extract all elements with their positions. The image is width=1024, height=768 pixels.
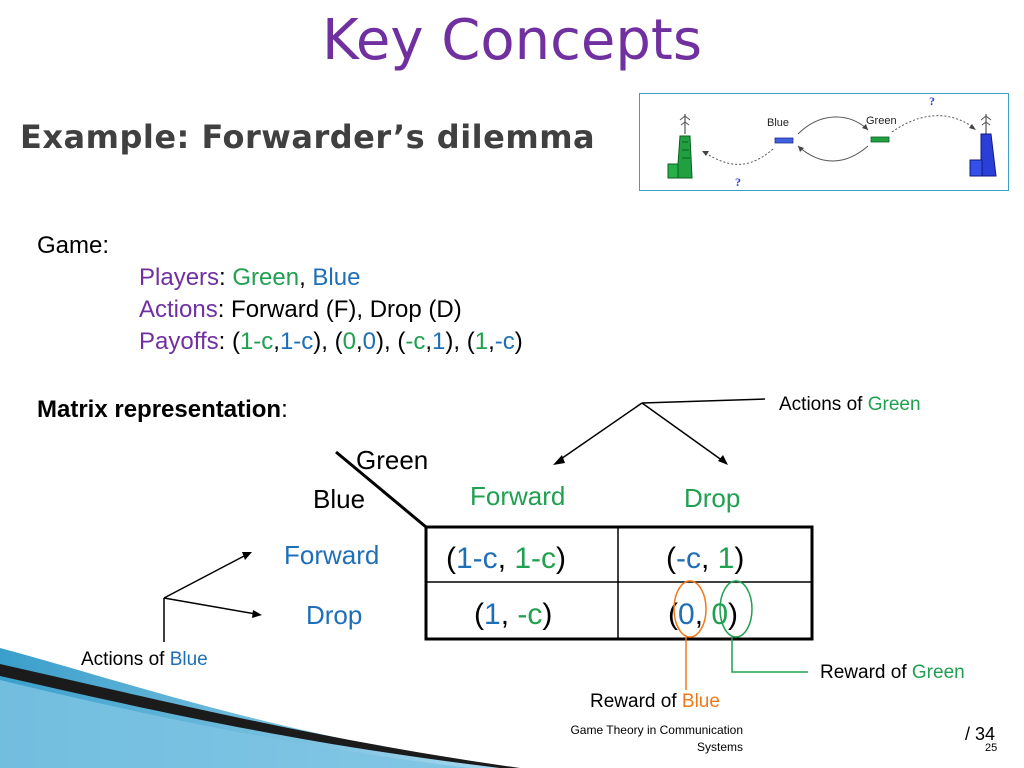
- matrix-corner-green: Green: [356, 445, 428, 475]
- players-colon: :: [219, 264, 233, 291]
- cell-df: (1, -c): [474, 598, 552, 631]
- arc-blue-to-green: [797, 116, 869, 135]
- green-reward-highlight: [719, 580, 753, 638]
- slide-subtitle: Example: Forwarder’s dilemma: [20, 118, 596, 156]
- row-header-drop: Drop: [306, 600, 362, 630]
- matrix-heading-text: Matrix representation: [37, 396, 282, 423]
- green-node-label: Green: [866, 115, 897, 127]
- payoff-2-green: 0: [342, 328, 356, 355]
- matrix-grid: [424, 525, 814, 641]
- payoff-1-blue: 1-c: [279, 328, 314, 355]
- payoff-2-blue: 0: [362, 328, 377, 355]
- reward-of-blue-prefix: Reward of: [590, 691, 677, 712]
- arc-green-to-blue: [797, 145, 869, 162]
- player-blue: Blue: [312, 264, 361, 291]
- actions-of-blue-word: Blue: [169, 649, 208, 670]
- players-line: Players: Green, Blue: [139, 264, 360, 292]
- players-sep: ,: [299, 264, 313, 291]
- actions-text: Forward (F), Drop (D): [231, 296, 462, 323]
- corner-swoosh-decoration: [0, 648, 520, 768]
- question-mark-bottom: ?: [735, 175, 741, 189]
- green-antenna-icon: [667, 114, 693, 179]
- payoff-matrix: Green Blue Forward Drop Forward Drop (1-…: [163, 398, 814, 690]
- matrix-corner-blue: Blue: [313, 484, 365, 514]
- matrix-heading: Matrix representation:: [37, 396, 288, 424]
- matrix-corner-diagonal: [335, 450, 427, 529]
- reward-of-green-note: Reward of Green: [820, 662, 965, 684]
- dotted-arc-to-blue-tower: [891, 115, 975, 133]
- blue-node-label: Blue: [767, 117, 789, 129]
- page-number: 25: [985, 742, 998, 754]
- col-header-drop: Drop: [684, 483, 740, 513]
- actions-of-green-prefix: Actions of: [779, 394, 863, 415]
- forwarder-diagram: Blue Green ? ?: [667, 94, 997, 189]
- actions-of-blue-prefix: Actions of: [81, 649, 165, 670]
- matrix-heading-colon: :: [281, 396, 288, 423]
- payoff-3-blue: 1: [432, 328, 446, 355]
- payoff-1-green: 1-c: [239, 328, 274, 355]
- col-header-forward: Forward: [470, 481, 565, 511]
- row-header-forward: Forward: [284, 540, 379, 570]
- network-illustration: Blue Green ? ?: [639, 93, 1009, 191]
- reward-of-blue-word: Blue: [681, 691, 720, 712]
- page-total: / 34: [965, 724, 996, 744]
- actions-of-green-note: Actions of Green: [779, 394, 921, 416]
- question-mark-top: ?: [929, 94, 935, 108]
- players-label: Players: [139, 264, 220, 291]
- payoff-3-green: -c: [405, 328, 426, 355]
- dotted-arc-to-green-tower: [703, 148, 774, 165]
- blue-node-icon: [774, 137, 794, 144]
- cell-fd: (-c, 1): [666, 542, 744, 575]
- game-heading: Game:: [37, 232, 110, 259]
- reward-of-green-word: Green: [911, 662, 965, 683]
- payoff-4-green: 1: [474, 328, 489, 355]
- actions-label: Actions: [139, 296, 218, 323]
- player-green: Green: [232, 264, 300, 291]
- actions-line: Actions: Forward (F), Drop (D): [139, 296, 462, 324]
- actions-of-blue-note: Actions of Blue: [81, 649, 208, 671]
- reward-of-blue-note: Reward of Blue: [590, 691, 720, 713]
- payoffs-line: Payoffs: (1-c,1-c), (0,0), (-c,1), (1,-c…: [139, 328, 523, 355]
- payoff-4-blue: -c: [494, 328, 515, 355]
- actions-colon: :: [217, 296, 232, 323]
- footer-course-name: Game Theory in Communication Systems: [570, 723, 743, 754]
- reward-of-green-prefix: Reward of: [820, 662, 907, 683]
- cell-ff: (1-c, 1-c): [446, 542, 566, 575]
- blue-antenna-icon: [969, 114, 997, 177]
- slide-title: Key Concepts: [321, 8, 703, 73]
- green-node-icon: [870, 136, 890, 143]
- payoffs-label: Payoffs: [139, 328, 219, 355]
- actions-of-green-word: Green: [867, 394, 921, 415]
- blue-reward-highlight: [673, 580, 707, 638]
